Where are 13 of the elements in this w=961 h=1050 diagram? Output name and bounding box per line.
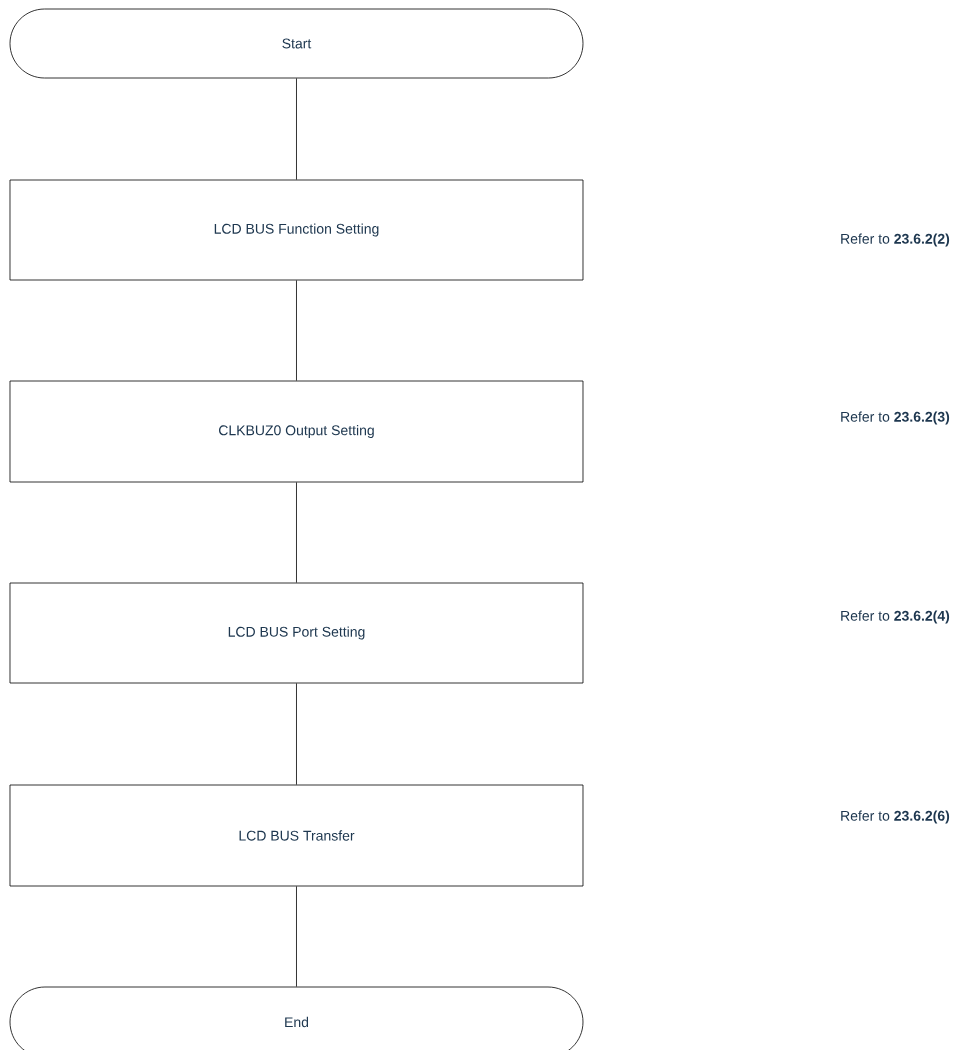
process-box: CLKBUZ0 Output Setting <box>9 380 584 483</box>
process-box: LCD BUS Port Setting <box>9 582 584 684</box>
connector-line <box>296 683 297 785</box>
reference-note: Refer to 23.6.2(3) <box>841 411 950 425</box>
reference-note: Refer to 23.6.2(4) <box>841 610 950 624</box>
connector-line <box>296 886 297 987</box>
reference-note: Refer to 23.6.2(2) <box>841 233 950 247</box>
process-box: LCD BUS Transfer <box>9 784 584 887</box>
reference-note: Refer to 23.6.2(6) <box>841 810 950 824</box>
process-box: LCD BUS Function Setting <box>9 179 584 281</box>
connector-line <box>296 280 297 381</box>
connector-line <box>296 482 297 583</box>
connector-line <box>296 78 297 180</box>
